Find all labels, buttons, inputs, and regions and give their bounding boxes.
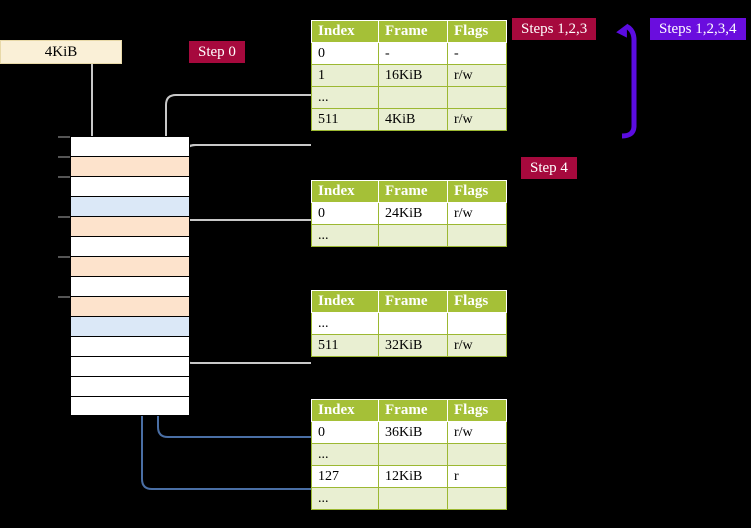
table-cell-flags: r/w bbox=[447, 421, 507, 444]
badge-steps-1234: Steps 1,2,3,4 bbox=[650, 18, 746, 40]
memory-row bbox=[70, 216, 190, 236]
table-cell-flags bbox=[447, 443, 507, 466]
table-row[interactable]: ... bbox=[311, 443, 507, 466]
memory-row bbox=[70, 256, 190, 276]
table-cell-index: 1 bbox=[311, 64, 379, 87]
table-cell-index: 511 bbox=[311, 108, 379, 131]
table-cell-frame: 24KiB bbox=[378, 202, 448, 225]
column-header-frame: Frame bbox=[378, 399, 448, 422]
badge-steps-123-text: Steps 1,2,3 bbox=[521, 21, 588, 37]
memory-row bbox=[70, 356, 190, 376]
table-row[interactable]: ... bbox=[311, 487, 507, 510]
memory-row bbox=[70, 236, 190, 256]
table-cell-frame: 12KiB bbox=[378, 465, 448, 488]
table-cell-frame: 32KiB bbox=[378, 334, 448, 357]
column-header-flags: Flags bbox=[447, 399, 507, 422]
column-header-index: Index bbox=[311, 290, 379, 313]
column-header-flags: Flags bbox=[447, 180, 507, 203]
connector-l2-to-mem bbox=[175, 308, 311, 364]
badge-step-4: Step 4 bbox=[521, 157, 577, 179]
memory-row bbox=[70, 336, 190, 356]
size-label-box: 4KiB bbox=[0, 40, 122, 64]
table-row[interactable]: ... bbox=[311, 86, 507, 109]
table-cell-index: 127 bbox=[311, 465, 379, 488]
memory-row bbox=[70, 276, 190, 296]
table-cell-index: 0 bbox=[311, 42, 379, 65]
column-header-flags: Flags bbox=[447, 20, 507, 43]
memory-row-tick bbox=[58, 216, 70, 218]
badge-step-0-text: Step 0 bbox=[198, 44, 236, 60]
memory-block bbox=[58, 136, 190, 416]
table-cell-flags: r/w bbox=[447, 334, 507, 357]
table-cell-frame bbox=[378, 312, 448, 335]
table-cell-flags: - bbox=[447, 42, 507, 65]
table-cell-flags bbox=[447, 86, 507, 109]
table-cell-frame: 36KiB bbox=[378, 421, 448, 444]
memory-row bbox=[70, 176, 190, 196]
memory-row-tick bbox=[58, 256, 70, 258]
table-cell-flags: r/w bbox=[447, 108, 507, 131]
table-cell-index: ... bbox=[311, 443, 379, 466]
table-cell-frame bbox=[378, 86, 448, 109]
table-cell-frame bbox=[378, 224, 448, 247]
table-cell-frame bbox=[378, 487, 448, 510]
memory-row-tick bbox=[58, 296, 70, 298]
memory-row bbox=[70, 156, 190, 176]
table-cell-frame bbox=[378, 443, 448, 466]
table-row[interactable]: 0-- bbox=[311, 42, 507, 65]
size-label-text: 4KiB bbox=[44, 44, 78, 60]
badge-step-0: Step 0 bbox=[189, 41, 245, 63]
memory-row-tick bbox=[58, 156, 70, 158]
table-cell-index: 511 bbox=[311, 334, 379, 357]
table-cell-flags bbox=[447, 312, 507, 335]
badge-steps-123: Steps 1,2,3 bbox=[512, 18, 597, 40]
table-row[interactable]: ... bbox=[311, 312, 507, 335]
memory-row-tick bbox=[58, 176, 70, 178]
column-header-index: Index bbox=[311, 180, 379, 203]
table-cell-index: ... bbox=[311, 312, 379, 335]
table-cell-flags: r bbox=[447, 465, 507, 488]
table-cell-index: ... bbox=[311, 86, 379, 109]
column-header-frame: Frame bbox=[378, 20, 448, 43]
connector-l1-to-mem bbox=[175, 219, 311, 262]
table-cell-flags: r/w bbox=[447, 202, 507, 225]
table-cell-frame: 16KiB bbox=[378, 64, 448, 87]
table-cell-index: ... bbox=[311, 487, 379, 510]
badge-steps-1234-text: Steps 1,2,3,4 bbox=[659, 21, 737, 37]
table-cell-flags bbox=[447, 224, 507, 247]
column-header-index: Index bbox=[311, 399, 379, 422]
table-row[interactable]: ... bbox=[311, 224, 507, 247]
memory-row bbox=[70, 396, 190, 416]
badge-step-4-text: Step 4 bbox=[530, 160, 568, 176]
table-cell-frame: - bbox=[378, 42, 448, 65]
memory-row bbox=[70, 136, 190, 156]
memory-row bbox=[70, 376, 190, 396]
table-cell-index: 0 bbox=[311, 202, 379, 225]
table-cell-index: ... bbox=[311, 224, 379, 247]
memory-row bbox=[70, 196, 190, 216]
column-header-index: Index bbox=[311, 20, 379, 43]
column-header-frame: Frame bbox=[378, 290, 448, 313]
table-cell-flags: r/w bbox=[447, 64, 507, 87]
column-header-frame: Frame bbox=[378, 180, 448, 203]
column-header-flags: Flags bbox=[447, 290, 507, 313]
memory-row bbox=[70, 296, 190, 316]
purple-bracket-arrow bbox=[616, 23, 637, 139]
memory-row-tick bbox=[58, 136, 70, 138]
table-cell-index: 0 bbox=[311, 421, 379, 444]
table-cell-flags bbox=[447, 487, 507, 510]
table-cell-frame: 4KiB bbox=[378, 108, 448, 131]
memory-row bbox=[70, 316, 190, 336]
